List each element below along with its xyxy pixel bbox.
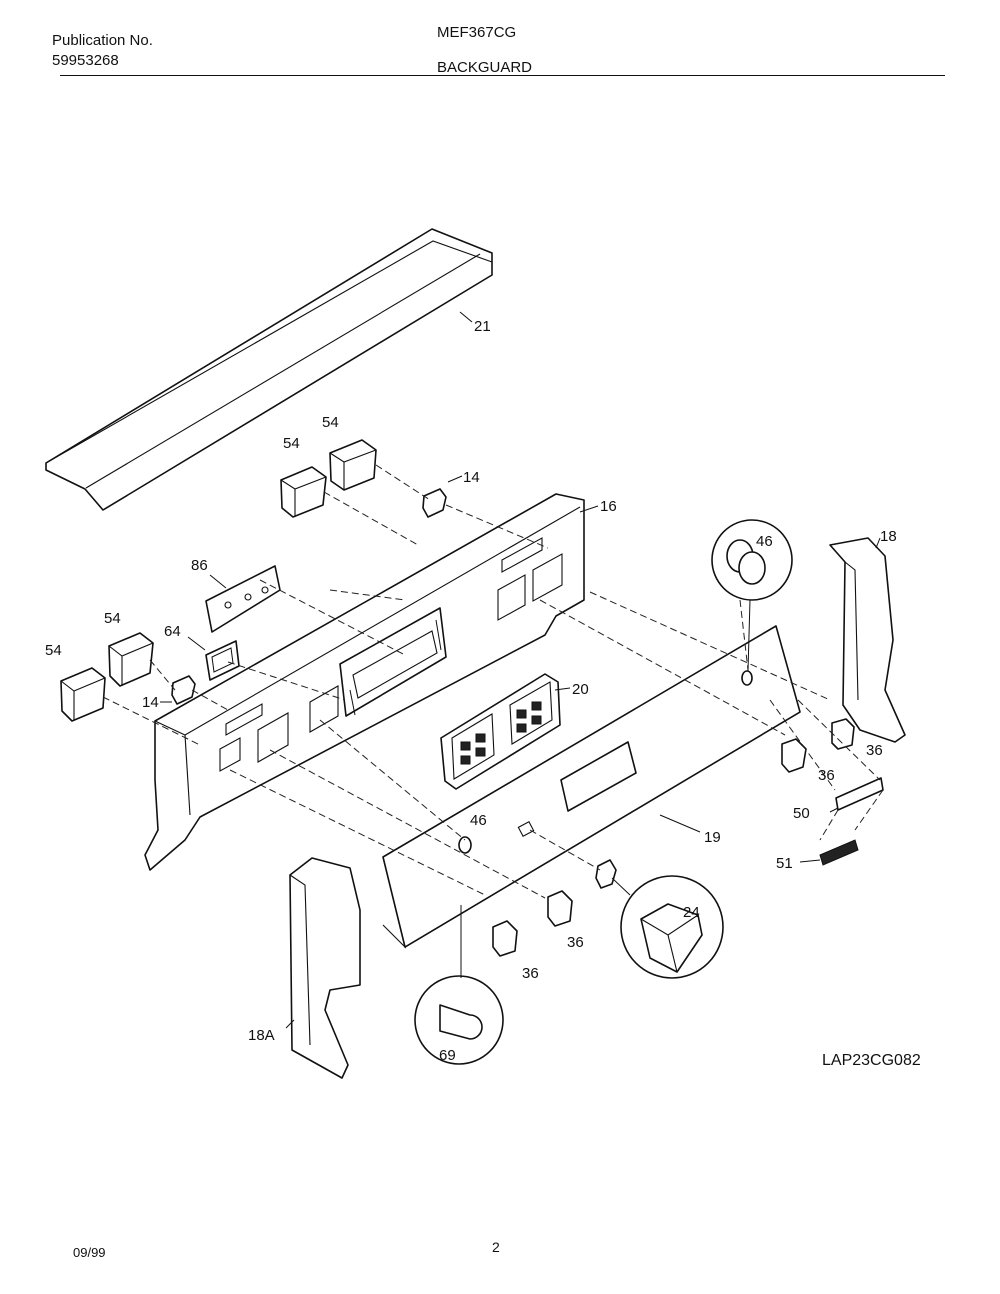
- callout-14-b: 14: [142, 694, 159, 711]
- callout-18a: 18A: [248, 1027, 275, 1044]
- section-title: BACKGUARD: [437, 59, 533, 76]
- button-46-detail-circle: [711, 519, 793, 601]
- callout-64: 64: [164, 623, 181, 640]
- lamp-part-14-b: [171, 675, 196, 705]
- knob-36-c: [547, 890, 573, 927]
- knob-36-b: [781, 738, 807, 773]
- figure-id: LAP23CG082: [822, 1052, 921, 1069]
- callout-50: 50: [793, 805, 810, 822]
- footer-date: 09/99: [73, 1245, 106, 1260]
- callout-labels: 21 54 54 14 16 18 86 54 64 54 20 14 36 3…: [45, 318, 897, 1064]
- part-86-board: [205, 565, 281, 633]
- part-64-window: [205, 640, 240, 681]
- callout-54-b: 54: [283, 435, 300, 452]
- callout-36-a: 36: [866, 742, 883, 759]
- screw-69-detail-circle: [414, 975, 504, 1065]
- callout-54-a: 54: [322, 414, 339, 431]
- callout-86: 86: [191, 557, 208, 574]
- switch-part-54-a: [329, 439, 377, 491]
- lamp-part-14-a: [422, 488, 447, 518]
- callout-19: 19: [704, 829, 721, 846]
- callout-21: 21: [474, 318, 491, 335]
- callout-46-b: 46: [756, 533, 773, 550]
- switch-part-54-b: [280, 466, 327, 518]
- callout-46-a: 46: [470, 812, 487, 829]
- control-panel-frame-part: [144, 493, 585, 871]
- top-trim-part: [45, 228, 493, 511]
- model-number: MEF367CG: [437, 24, 517, 41]
- button-46-small-a: [458, 836, 472, 854]
- header-rule: [60, 75, 945, 76]
- callout-54-c: 54: [104, 610, 121, 627]
- rocker-switch-24-detail-circle: [620, 875, 724, 979]
- end-cap-18-part: [829, 537, 906, 743]
- callout-36-c: 36: [567, 934, 584, 951]
- callout-36-b: 36: [818, 767, 835, 784]
- knob-36-d: [492, 920, 518, 957]
- callout-54-d: 54: [45, 642, 62, 659]
- rocker-switch-small: [595, 859, 617, 889]
- callout-36-d: 36: [522, 965, 539, 982]
- callout-20: 20: [572, 681, 589, 698]
- electronic-control-part: [440, 673, 561, 790]
- switch-part-54-d: [60, 667, 106, 722]
- button-46-small-b: [741, 670, 753, 686]
- bracket-50-part: [835, 777, 884, 811]
- leader-lines: [160, 311, 881, 1029]
- assembly-dashed-lines: [102, 464, 884, 899]
- callout-14-a: 14: [463, 469, 480, 486]
- end-cap-18a-part: [289, 857, 361, 1079]
- knob-36-a: [831, 718, 855, 750]
- page-number: 2: [492, 1239, 500, 1255]
- publication-label: Publication No.: [52, 32, 153, 49]
- callout-24: 24: [683, 904, 700, 921]
- publication-number: 59953268: [52, 52, 119, 69]
- switch-part-54-c: [108, 632, 154, 687]
- callout-69: 69: [439, 1047, 456, 1064]
- callout-18: 18: [880, 528, 897, 545]
- callout-51: 51: [776, 855, 793, 872]
- callout-16: 16: [600, 498, 617, 515]
- label-51-part: [819, 839, 859, 866]
